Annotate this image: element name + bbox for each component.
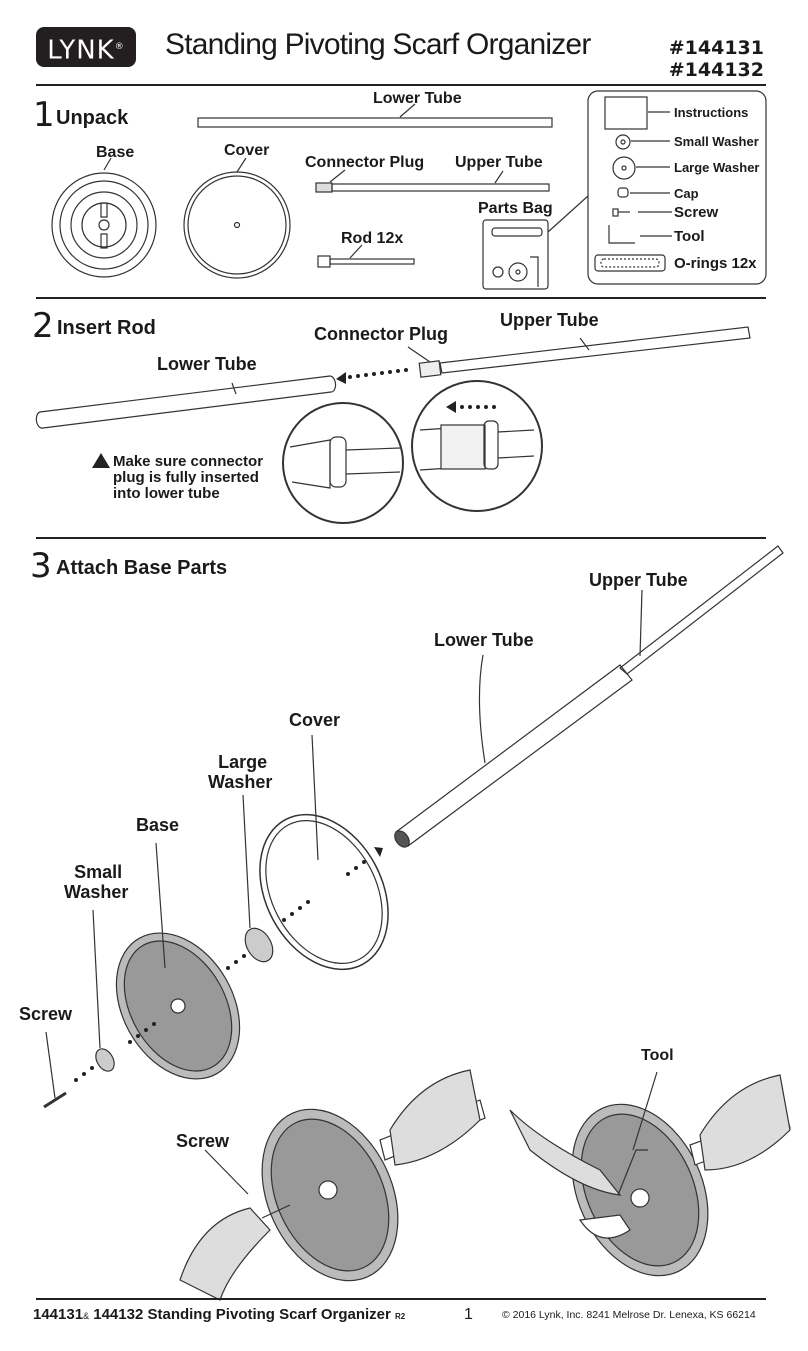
footer-product: 144132 Standing Pivoting Scarf Organizer bbox=[93, 1306, 391, 1323]
label-upper-tube-3: Upper Tube bbox=[589, 570, 688, 590]
instructions-sheet bbox=[604, 96, 648, 130]
label-connector-plug: Connector Plug bbox=[305, 154, 425, 171]
warning-note: Make sure connector plug is fully insert… bbox=[113, 454, 263, 502]
label-small-washer-line-1: Small bbox=[74, 862, 123, 882]
lynk-logo: LYNK® bbox=[36, 27, 136, 67]
bag-large-washer: Large Washer bbox=[674, 160, 760, 175]
step-1-number: 1 bbox=[33, 95, 55, 135]
label-base-3: Base bbox=[136, 815, 180, 835]
upper-tube-step2 bbox=[439, 326, 751, 374]
label-upper-tube-2: Upper Tube bbox=[500, 310, 599, 330]
label-lower-tube-3: Lower Tube bbox=[434, 630, 534, 650]
label-base: Base bbox=[96, 144, 135, 161]
label-lower-tube: Lower Tube bbox=[373, 90, 462, 107]
footer-title: 144131& 144132 Standing Pivoting Scarf O… bbox=[33, 1306, 405, 1323]
step-3-number: 3 bbox=[30, 546, 52, 586]
registered-mark: ® bbox=[114, 42, 125, 52]
footer-revision: R2 bbox=[395, 1312, 406, 1321]
label-parts-bag: Parts Bag bbox=[478, 200, 553, 217]
upper-tube-step3 bbox=[619, 545, 784, 675]
label-rod: Rod 12x bbox=[341, 230, 404, 247]
bag-cap: Cap bbox=[674, 186, 699, 201]
footer-sku-1: 144131 bbox=[33, 1306, 84, 1323]
footer-copyright: © 2016 Lynk, Inc. 8241 Melrose Dr. Lenex… bbox=[502, 1309, 756, 1321]
parts-bag bbox=[482, 219, 549, 290]
footer-amp: & bbox=[83, 1311, 90, 1321]
lower-tube-step3 bbox=[395, 664, 633, 847]
sku-number-1: #144131 bbox=[668, 37, 764, 59]
lower-tube-step2 bbox=[35, 375, 337, 429]
bag-orings: O-rings 12x bbox=[674, 255, 757, 272]
parts-bag-panel bbox=[587, 90, 767, 285]
cover-step3 bbox=[259, 813, 389, 971]
warning-icon bbox=[92, 453, 110, 468]
warning-line-2: plug is fully inserted bbox=[113, 469, 259, 486]
step-3-title: Attach Base Parts bbox=[56, 557, 228, 579]
bag-tool: Tool bbox=[674, 228, 705, 245]
label-large-washer: Large Washer bbox=[208, 752, 272, 792]
label-cover: Cover bbox=[224, 142, 270, 159]
bag-small-washer: Small Washer bbox=[674, 134, 759, 149]
label-screw-3b: Screw bbox=[176, 1131, 230, 1151]
label-small-washer-line-2: Washer bbox=[64, 882, 129, 902]
bag-screw: Screw bbox=[674, 204, 719, 221]
label-large-washer-line-1: Large bbox=[218, 752, 268, 772]
bag-instructions: Instructions bbox=[674, 105, 749, 120]
header-divider bbox=[36, 84, 766, 86]
label-small-washer: Small Washer bbox=[64, 862, 128, 902]
label-screw-3: Screw bbox=[19, 1004, 73, 1024]
warning-line-1: Make sure connector bbox=[113, 453, 264, 470]
label-lower-tube-2: Lower Tube bbox=[157, 354, 257, 374]
page-title: Standing Pivoting Scarf Organizer bbox=[165, 28, 591, 61]
logo-text: LYNK bbox=[47, 35, 115, 66]
step-2-title: Insert Rod bbox=[57, 317, 156, 339]
step-2-number: 2 bbox=[32, 306, 54, 346]
page-number: 1 bbox=[464, 1306, 473, 1323]
label-large-washer-line-2: Washer bbox=[208, 772, 273, 792]
label-connector-plug-2: Connector Plug bbox=[314, 324, 448, 344]
base-part bbox=[51, 157, 157, 278]
label-cover-3: Cover bbox=[289, 710, 341, 730]
label-upper-tube: Upper Tube bbox=[455, 154, 543, 171]
label-tool-3: Tool bbox=[641, 1047, 674, 1064]
step-1-title: Unpack bbox=[56, 107, 129, 129]
warning-line-3: into lower tube bbox=[113, 485, 220, 502]
lower-tube-part bbox=[197, 117, 553, 128]
cover-part bbox=[183, 157, 291, 279]
sku-number-2: #144132 bbox=[668, 59, 764, 81]
